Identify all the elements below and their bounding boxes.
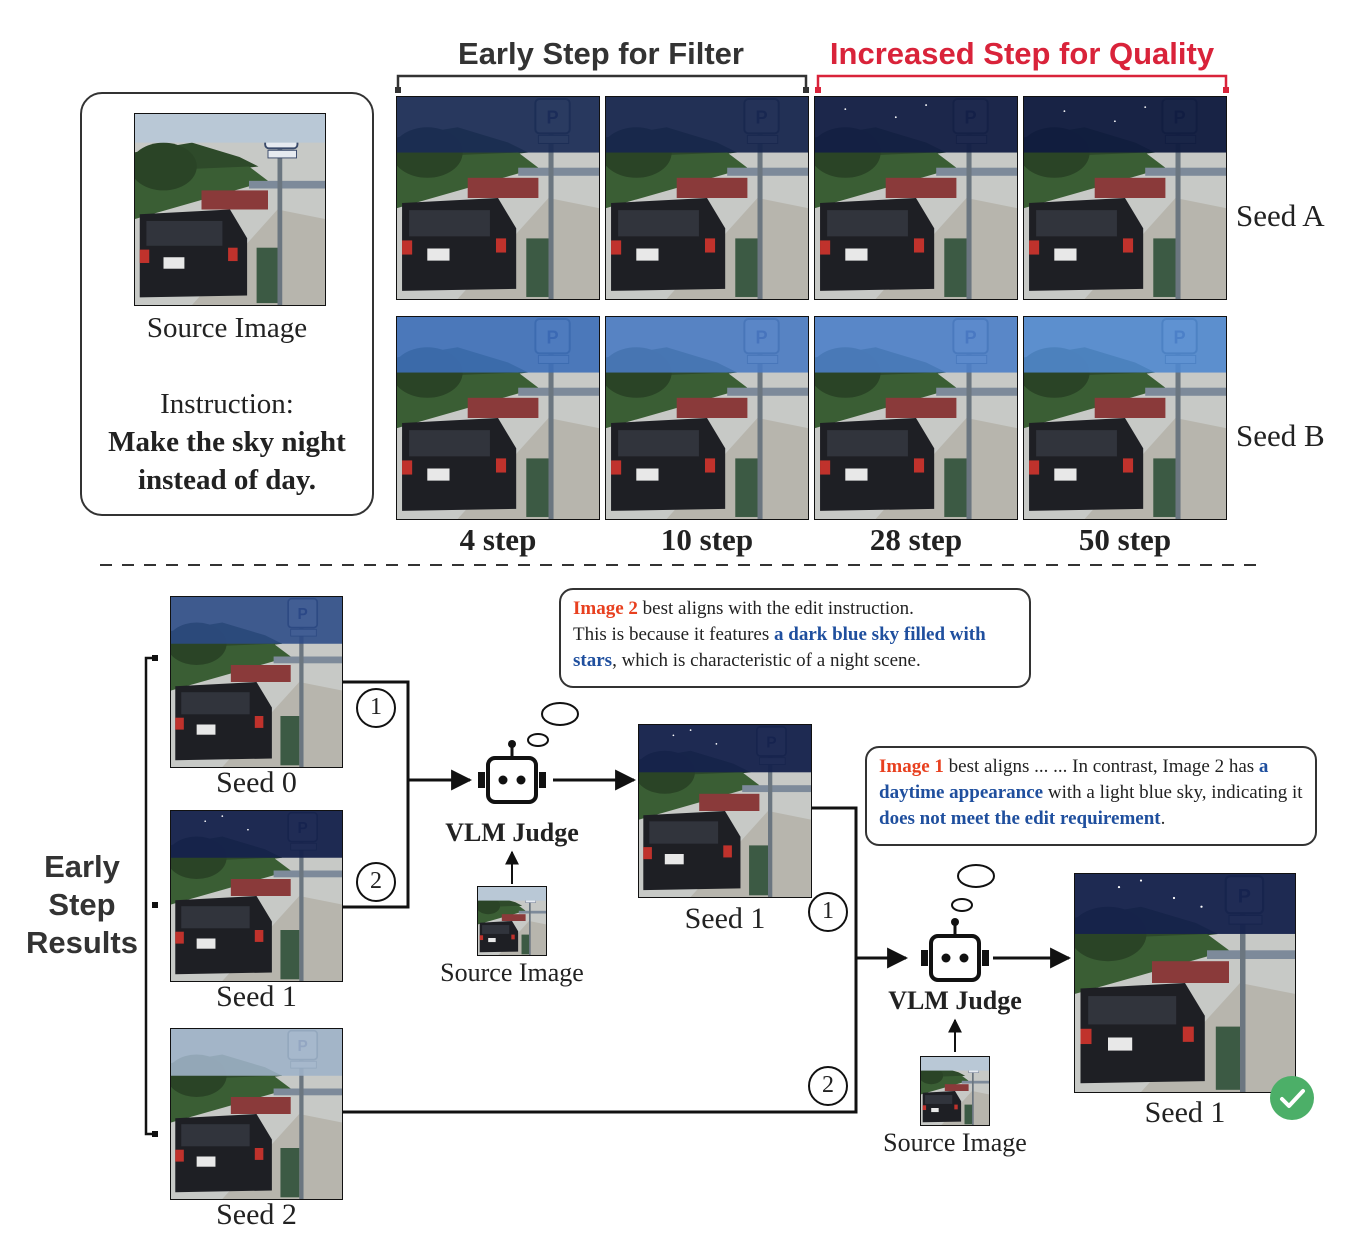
seed-b-50-step: [1023, 316, 1227, 520]
bubble1-lead: Image 2: [573, 598, 638, 619]
early-results-bracket: [144, 656, 156, 1136]
connector-winner1: [343, 806, 858, 1114]
pair-number-1b: 1: [822, 898, 834, 924]
filter-bracket: [396, 74, 808, 92]
check-icon: [1270, 1076, 1314, 1120]
source-image-top: [134, 113, 326, 306]
thought-bubble-large-2: [957, 864, 995, 888]
pair-number-1a: 1: [370, 694, 382, 720]
thought-bubble-small-1: [527, 733, 549, 747]
bubble1-text1: best aligns with the edit instruction.: [637, 598, 914, 619]
robot-icon-2: [921, 918, 989, 982]
judge1-source-caption: Source Image: [440, 958, 584, 987]
instruction-label: Instruction:: [160, 388, 294, 420]
seed-b-4-step: [396, 316, 600, 520]
bubble2-text3: .: [1160, 808, 1166, 829]
seed-a-10-step: [605, 96, 809, 300]
judge2-source-image: [920, 1056, 990, 1126]
final-caption: Seed 1: [1144, 1096, 1226, 1129]
stage1-winner-caption: Seed 1: [684, 902, 766, 935]
bubble2-highlight1: a daytime appearance: [879, 756, 1269, 803]
vlm-judge-label-1: VLM Judge: [445, 818, 579, 847]
pair-circle-2a: [356, 862, 396, 902]
source-caption-top: Source Image: [146, 312, 308, 344]
step-label-4: 4 step: [459, 522, 537, 557]
early-seed-0-image: [170, 596, 343, 768]
seed-b-28-step: [814, 316, 1018, 520]
early-step-results-label: Early Step Results: [20, 848, 144, 962]
label-line-step: Step: [48, 887, 116, 922]
section-divider: [100, 564, 1265, 566]
robot-icon-1: [478, 740, 546, 804]
bubble1-highlight: a dark blue sky filled with stars: [573, 624, 986, 671]
bubble2-text1: best aligns ... ... In contrast, Image 2…: [943, 756, 1259, 777]
header-brackets: [395, 74, 1229, 93]
header-early-step-filter: Early Step for Filter: [458, 36, 744, 71]
row-label-seed-b: Seed B: [1236, 418, 1325, 453]
pair-number-2b: 2: [822, 1072, 834, 1098]
final-selected-image: [1074, 873, 1296, 1093]
judge2-source-caption: Source Image: [883, 1128, 1027, 1157]
bubble2-lead: Image 1: [879, 756, 944, 777]
header-increased-step-quality: Increased Step for Quality: [829, 36, 1215, 71]
label-line-results: Results: [26, 925, 138, 960]
instruction-line-2: instead of day.: [137, 464, 317, 496]
bubble2-text2: with a light blue sky, indicating it: [1043, 782, 1303, 803]
thought-bubble-small-2: [951, 898, 973, 912]
step-label-10: 10 step: [660, 522, 754, 557]
seed-2-caption: Seed 2: [216, 1198, 297, 1231]
early-seed-1-image: [170, 810, 343, 982]
instruction-line-1: Make the sky night: [108, 426, 346, 458]
vlm-judge-label-2: VLM Judge: [888, 986, 1022, 1015]
source-panel: [80, 92, 374, 516]
row-label-seed-a: Seed A: [1236, 198, 1325, 233]
step-label-28: 28 step: [869, 522, 963, 557]
seed-a-50-step: [1023, 96, 1227, 300]
quality-bracket: [816, 74, 1228, 92]
bubble1-text2: This is because it features: [573, 624, 775, 645]
bubble1-text3: , which is characteristic of a night sce…: [612, 650, 921, 671]
judge1-reasoning-bubble: Image 2 best aligns with the edit instru…: [559, 588, 1031, 688]
pair-circle-1b: [808, 892, 848, 932]
judge1-source-image: [477, 886, 547, 956]
pair-number-2a: 2: [370, 868, 382, 894]
stage1-winner-image: [638, 724, 812, 898]
bubble2-highlight2: does not meet the edit requirement: [879, 808, 1161, 829]
pair-circle-2b: [808, 1066, 848, 1106]
thought-bubble-large-1: [541, 702, 579, 726]
seed-b-10-step: [605, 316, 809, 520]
seed-1-caption: Seed 1: [216, 980, 297, 1013]
pair-circle-1a: [356, 688, 396, 728]
judge2-reasoning-bubble: Image 1 best aligns ... ... In contrast,…: [865, 746, 1317, 846]
connector-seed0: [343, 680, 410, 909]
seed-0-caption: Seed 0: [216, 766, 297, 799]
early-seed-2-image: [170, 1028, 343, 1200]
label-line-early: Early: [44, 849, 120, 884]
seed-a-4-step: [396, 96, 600, 300]
step-label-50: 50 step: [1078, 522, 1172, 557]
seed-a-28-step: [814, 96, 1018, 300]
